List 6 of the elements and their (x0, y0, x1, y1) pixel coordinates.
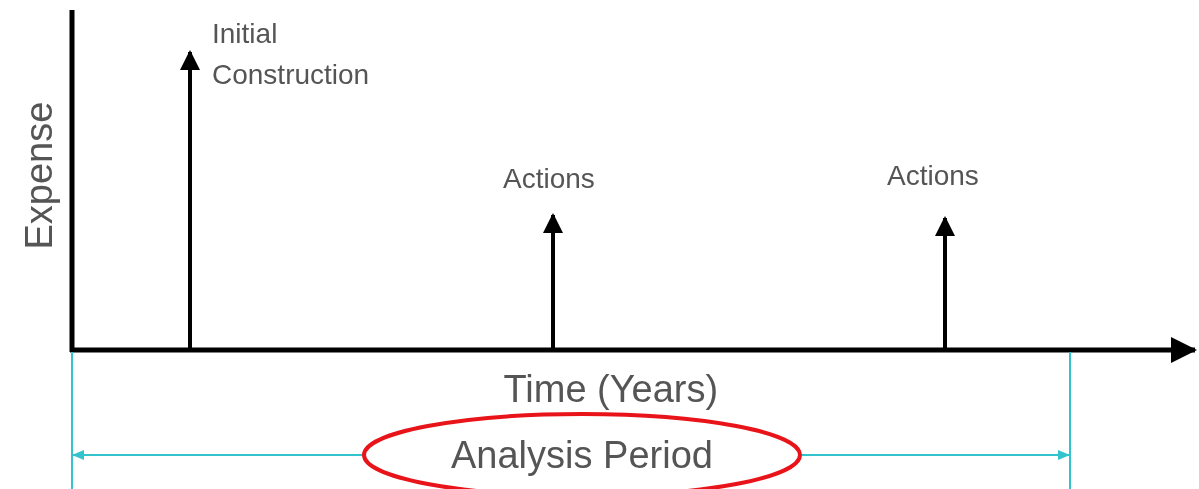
axis-label: Time (Years) (503, 367, 719, 412)
cost-label: Initial Construction (212, 17, 371, 92)
axis-label: Expense (17, 101, 62, 249)
cost-label: Actions (503, 162, 595, 196)
cost-label: Actions (887, 159, 979, 193)
period-label: Analysis Period (451, 433, 713, 477)
